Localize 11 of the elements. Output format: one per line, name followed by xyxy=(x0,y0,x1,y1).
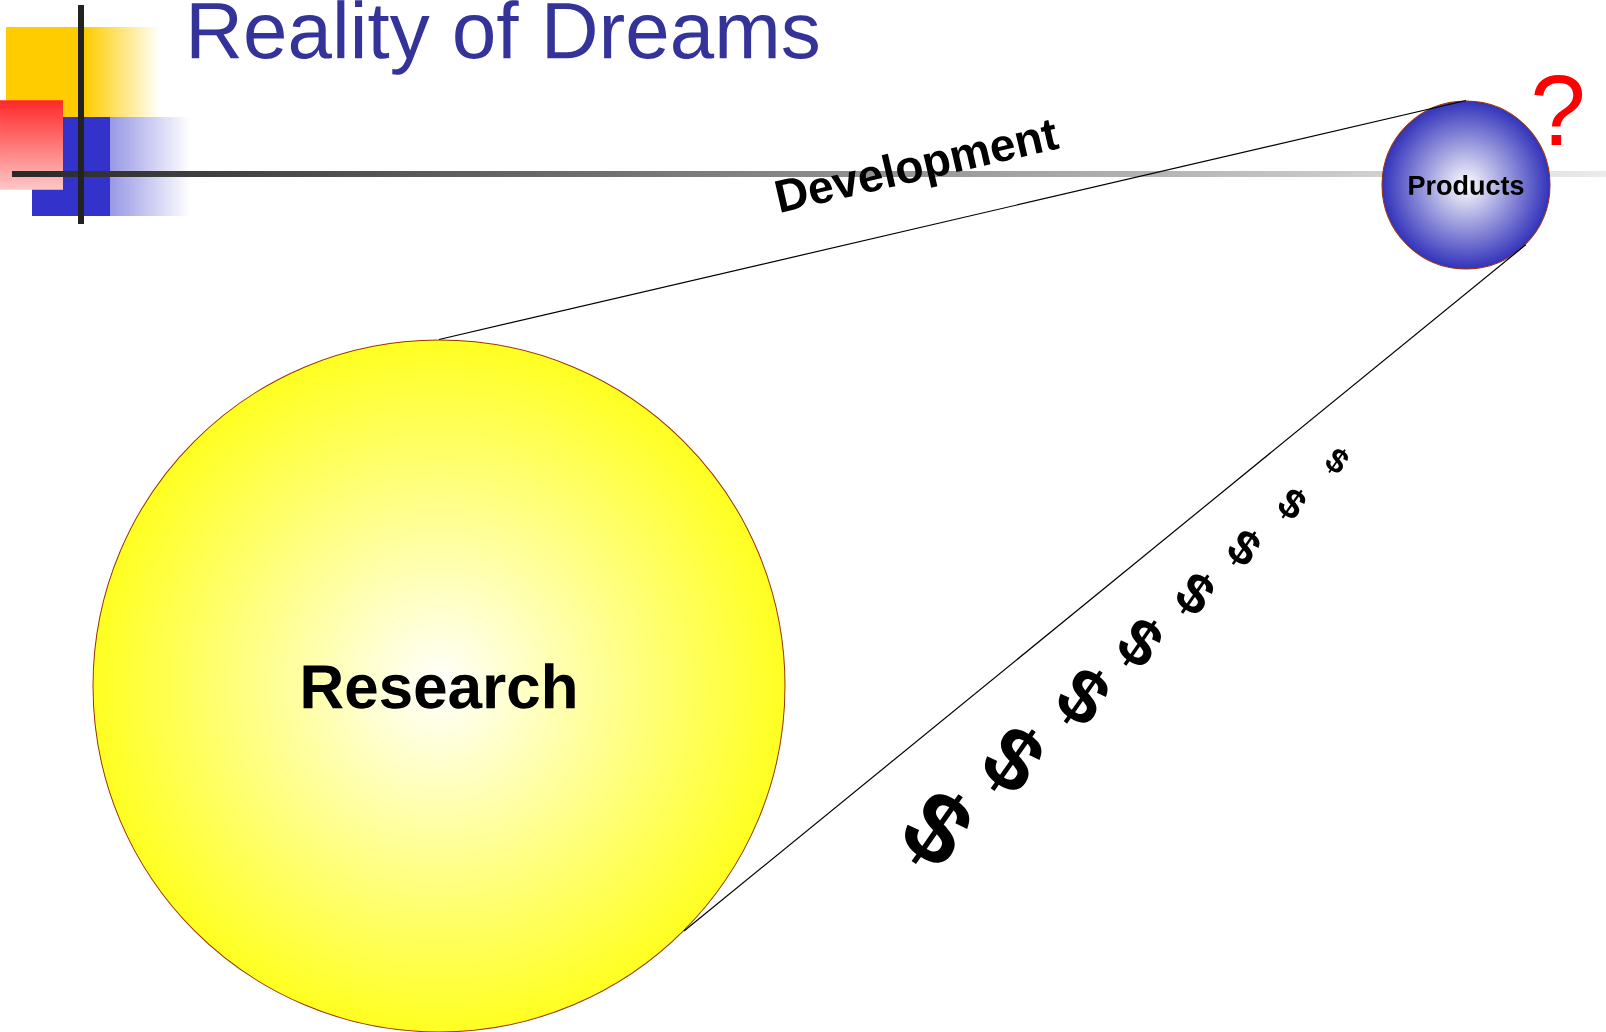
dollar-sign: $ xyxy=(905,794,970,865)
dollar-sign: $ xyxy=(1058,670,1108,724)
connector-line xyxy=(438,99,1467,341)
dollar-sign: $ xyxy=(1177,574,1214,614)
dollar-sign: $ xyxy=(984,729,1042,791)
dollar-sign: $ xyxy=(1326,449,1348,473)
dollar-sign: $ xyxy=(1228,531,1260,565)
dollar-sign: $ xyxy=(1119,620,1161,666)
connector-line xyxy=(683,244,1527,932)
slide-title: Reality of Dreams xyxy=(191,0,818,75)
dollar-sign: $ xyxy=(1278,489,1306,519)
